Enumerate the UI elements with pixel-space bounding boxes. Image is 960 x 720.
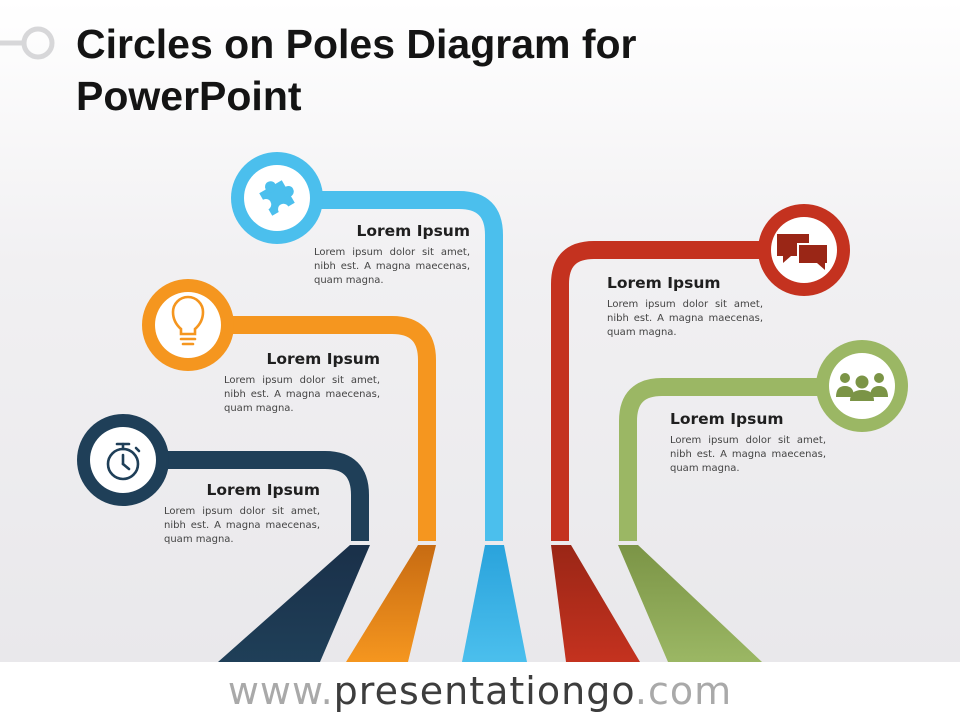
- pole-base-3: [462, 545, 527, 662]
- corner-ring-decoration: [0, 26, 55, 60]
- item-heading: Lorem Ipsum: [670, 410, 784, 428]
- circle-node-3: [231, 152, 323, 244]
- item-body: Lorem ipsum dolor sit amet, nibh est. A …: [314, 247, 470, 286]
- chat-icon: [777, 234, 829, 270]
- pole-base-4: [551, 545, 640, 662]
- pole-1: [128, 451, 369, 541]
- item-body: Lorem ipsum dolor sit amet, nibh est. A …: [670, 435, 826, 474]
- text-block-4: Lorem Ipsum Lorem ipsum dolor sit amet, …: [607, 274, 763, 340]
- text-block-5: Lorem Ipsum Lorem ipsum dolor sit amet, …: [670, 410, 826, 476]
- item-body: Lorem ipsum dolor sit amet, nibh est. A …: [224, 375, 380, 414]
- lightbulb-icon: [171, 295, 205, 346]
- footer-brand: presentationgo: [333, 669, 635, 713]
- pole-4: [551, 241, 806, 541]
- item-body: Lorem ipsum dolor sit amet, nibh est. A …: [164, 506, 320, 545]
- circle-node-1: [77, 414, 169, 506]
- pole-base-1: [218, 545, 370, 662]
- pole-5: [619, 378, 862, 541]
- pole-base-5: [618, 545, 762, 662]
- item-heading: Lorem Ipsum: [266, 350, 380, 368]
- item-body: Lorem ipsum dolor sit amet, nibh est. A …: [607, 299, 763, 338]
- circle-node-4: [758, 204, 850, 296]
- item-heading: Lorem Ipsum: [607, 274, 721, 292]
- puzzle-icon: [259, 180, 295, 216]
- team-icon: [836, 373, 888, 401]
- text-block-2: Lorem Ipsum Lorem ipsum dolor sit amet, …: [224, 350, 380, 416]
- footer-prefix: www.: [227, 669, 334, 713]
- text-block-1: Lorem Ipsum Lorem ipsum dolor sit amet, …: [164, 481, 320, 547]
- pole-2: [190, 316, 436, 541]
- pole-3: [278, 191, 503, 541]
- footer-suffix: .com: [634, 669, 733, 713]
- item-heading: Lorem Ipsum: [206, 481, 320, 499]
- stopwatch-icon: [106, 442, 141, 481]
- circle-node-5: [816, 340, 908, 432]
- poles-diagram: [0, 26, 908, 662]
- text-block-3: Lorem Ipsum Lorem ipsum dolor sit amet, …: [314, 222, 470, 288]
- pole-base-2: [346, 545, 436, 662]
- page-title: Circles on Poles Diagram for PowerPoint: [76, 21, 637, 119]
- circle-node-2: [142, 279, 234, 371]
- item-heading: Lorem Ipsum: [356, 222, 470, 240]
- footer-url[interactable]: www.presentationgo.com: [0, 662, 960, 720]
